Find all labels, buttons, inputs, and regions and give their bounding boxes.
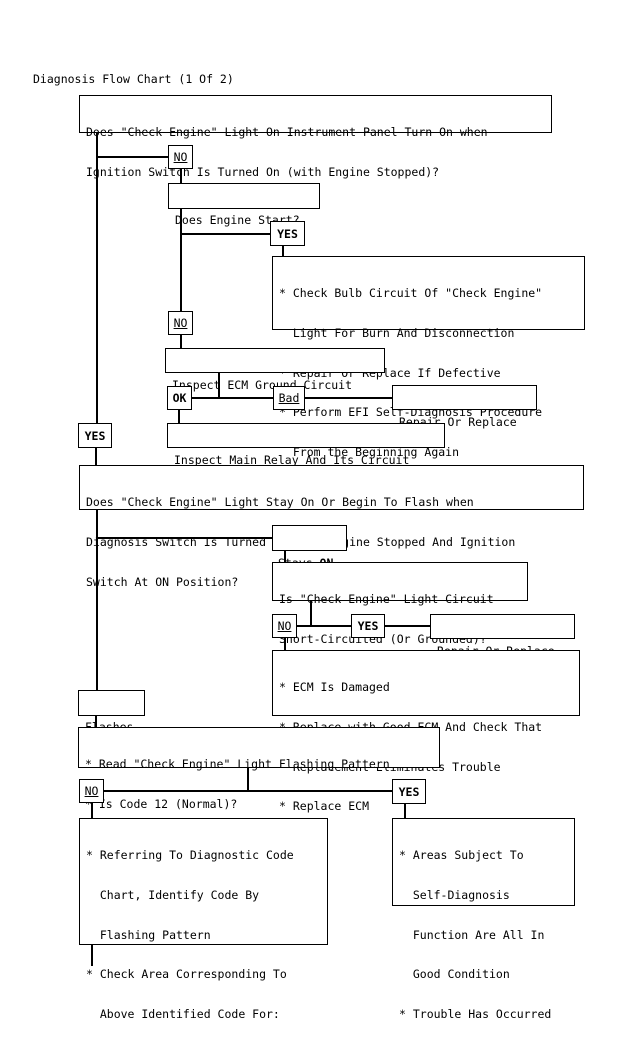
branch-tag-no-q4-label: NO [277, 619, 292, 633]
connector-read-pattern-to-bus [247, 768, 249, 791]
action-inspect-main-relay-box: Inspect Main Relay And Its Circuit [167, 423, 445, 467]
q1-line-2: Ignition Switch Is Turned On (with Engin… [86, 165, 440, 180]
connector-no-to-ecm-damaged [284, 638, 286, 650]
read-pattern-line-2: * Is Code 12 (Normal)? [85, 797, 238, 812]
connector-no-to-q2 [180, 169, 182, 183]
connector-ok-to-main-relay [178, 410, 180, 423]
branch-tag-no-code12-label: NO [84, 784, 99, 798]
branch-tag-no-q1: NO [168, 145, 193, 169]
connector-inspect-ecm-to-bus [218, 373, 220, 398]
action-check-bulb-circuit-box: * Check Bulb Circuit Of "Check Engine" L… [272, 256, 585, 459]
branch-tag-bad: Bad [273, 386, 305, 410]
connector-yes-to-bulb-action [282, 246, 284, 256]
q2-line-1: Does Engine Start? [175, 213, 300, 228]
branch-tag-yes-q1: YES [78, 423, 112, 448]
ecm-damaged-line-4: * Replace ECM [279, 799, 370, 814]
bulb-line-1: * Check Bulb Circuit Of "Check Engine" [279, 286, 543, 301]
connector-q1-to-yes-spine [96, 133, 98, 425]
connector-q1-to-no [96, 156, 170, 158]
branch-tag-no-code12: NO [79, 779, 104, 803]
q1-line-1: Does "Check Engine" Light On Instrument … [86, 125, 488, 140]
branch-tag-no-q2-label: NO [173, 316, 188, 330]
connector-q4-to-bus [310, 601, 312, 626]
branch-tag-no-q1-label: NO [173, 150, 188, 164]
branch-tag-yes-q1-label: YES [84, 428, 106, 443]
refer-chart-line-1: * Referring To Diagnostic Code [86, 848, 294, 863]
connector-q3-to-stays-on [96, 537, 274, 539]
branch-tag-yes-code12-label: YES [398, 784, 420, 799]
branch-tag-ok: OK [167, 386, 192, 410]
action-repair-or-replace-box-1: Repair Or Replace [392, 385, 537, 429]
question-check-engine-light-turns-on-box: Does "Check Engine" Light On Instrument … [79, 95, 552, 179]
areas-good-line-3: Function Are All In [399, 927, 545, 942]
action-areas-are-in-good-condition-box: * Areas Subject To Self-Diagnosis Functi… [392, 818, 575, 1021]
refer-chart-line-4: * Check Area Corresponding To [86, 967, 287, 982]
ecm-damaged-line-1: * ECM Is Damaged [279, 680, 390, 695]
action-read-flashing-pattern-box: * Read "Check Engine" Light Flashing Pat… [78, 727, 440, 811]
action-ecm-is-damaged-box: * ECM Is Damaged * Replace with Good ECM… [272, 650, 580, 813]
connector-q2-spine [180, 209, 182, 311]
areas-good-line-2: Self-Diagnosis [399, 888, 510, 903]
action-inspect-ecm-ground-circuit-box: Inspect ECM Ground Circuit [165, 348, 385, 392]
areas-good-line-1: * Areas Subject To [399, 848, 524, 863]
connector-yes-to-areas-good [404, 803, 406, 818]
branch-tag-flashes: Flashes [78, 690, 145, 734]
action-refer-to-diagnostic-code-chart-box: * Referring To Diagnostic Code Chart, Id… [79, 818, 328, 1021]
connector-stays-on-to-q4 [284, 551, 286, 562]
branch-tag-yes-q2: YES [270, 221, 305, 246]
connector-bottom-no-yes-bus [101, 790, 395, 792]
branch-tag-yes-q4: YES [351, 614, 385, 638]
main-relay-line-1: Inspect Main Relay And Its Circuit [174, 453, 410, 468]
bulb-line-5: From the Beginning Again [279, 444, 460, 459]
branch-tag-yes-q2-label: YES [277, 226, 298, 241]
branch-tag-yes-q4-label: YES [357, 619, 379, 633]
question-light-circuit-short-circuited-box: Is "Check Engine" Light Circuit Short-Ci… [272, 562, 528, 646]
branch-tag-bad-label: Bad [278, 391, 300, 405]
refer-chart-line-5: Above Identified Code For: [86, 1006, 280, 1021]
branch-tag-stays-on: Stays ON [272, 525, 347, 570]
connector-flashes-to-read-pattern [95, 716, 97, 727]
q4-line-1: Is "Check Engine" Light Circuit [279, 592, 494, 607]
q3-line-3: Switch At ON Position? [86, 574, 239, 589]
branch-tag-no-q4: NO [272, 614, 297, 638]
question-does-engine-start-box: Does Engine Start? [168, 183, 320, 227]
branch-tag-no-q2: NO [168, 311, 193, 335]
connector-yes-to-q3 [95, 448, 97, 465]
connector-continue-to-next-page [91, 945, 93, 966]
branch-tag-ok-label: OK [172, 391, 187, 405]
branch-tag-yes-code12: YES [392, 779, 426, 804]
areas-good-line-5: * Trouble Has Occurred [399, 1006, 552, 1021]
page-title: Diagnosis Flow Chart (1 Of 2) [33, 72, 234, 86]
connector-q2-to-yes [180, 233, 272, 235]
bulb-line-2: Light For Burn And Disconnection [279, 326, 515, 341]
refer-chart-line-2: Chart, Identify Code By [86, 888, 260, 903]
read-pattern-line-1: * Read "Check Engine" Light Flashing Pat… [85, 757, 390, 772]
q3-line-1: Does "Check Engine" Light Stay On Or Beg… [86, 495, 474, 510]
connector-no-to-inspect-ecm [180, 335, 182, 349]
question-light-stay-on-or-flash-box: Does "Check Engine" Light Stay On Or Beg… [79, 465, 584, 588]
refer-chart-line-3: Flashing Pattern [86, 927, 211, 942]
areas-good-line-4: Good Condition [399, 967, 510, 982]
connector-q3-spine [96, 510, 98, 690]
connector-no-to-refer-chart [91, 803, 93, 818]
action-repair-or-replace-box-2: Repair Or Replace [430, 614, 575, 658]
